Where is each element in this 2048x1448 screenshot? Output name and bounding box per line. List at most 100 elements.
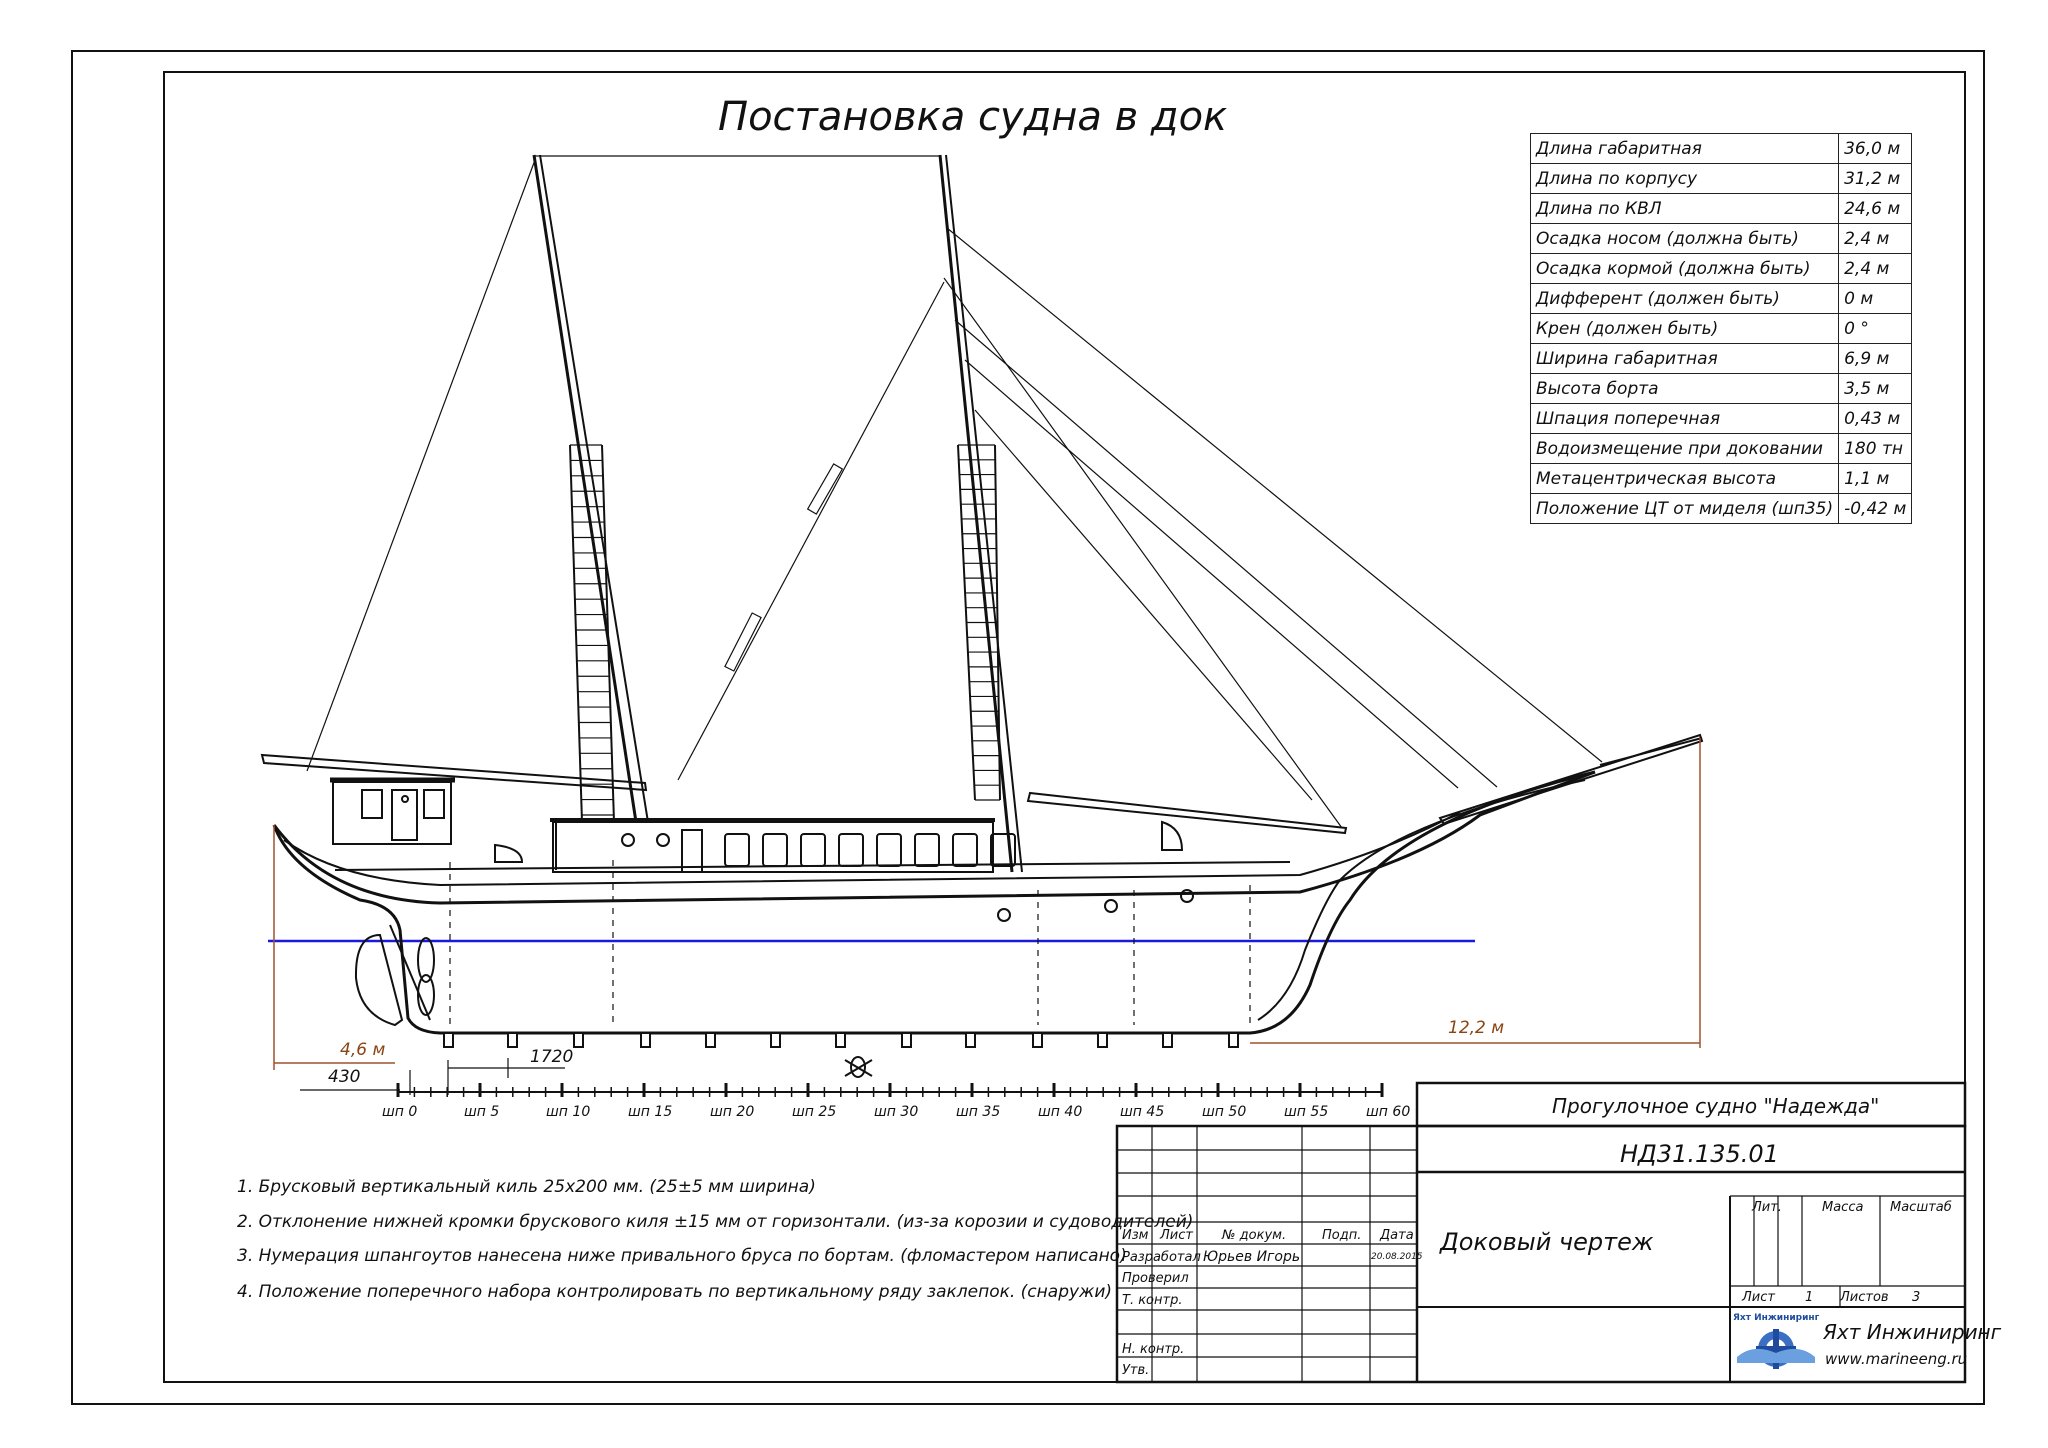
sheet-label: Лист [1742,1290,1775,1305]
deckhouse-window [724,833,750,867]
param-name: Крен (должен быть) [1529,313,1840,344]
dim-stern-label: 4,6 м [340,1040,385,1060]
company-logo-text: Яхт Инжиниринг [1733,1313,1820,1323]
note-3: 3. Нумерация шпангоутов нанесена ниже пр… [237,1246,1127,1266]
deckhouse-window [914,833,940,867]
keel-block [965,1032,976,1048]
deckhouse [330,777,1184,873]
deckhouse-window [876,833,902,867]
inner-frame [163,71,1966,1383]
param-name: Осадка носом (должна быть) [1529,223,1840,254]
company-name: Яхт Инжиниринг [1823,1320,2002,1344]
frame-label: шп 20 [710,1104,754,1120]
param-row: Осадка кормой (должна быть)2,4 м [1529,253,1913,284]
keel-block [770,1032,781,1048]
frame-label: шп 10 [546,1104,590,1120]
param-name: Ширина габаритная [1529,343,1840,374]
param-value: 31,2 м [1838,163,1913,194]
dimension-lines [273,738,1701,1095]
dock-center-icon [844,1056,873,1078]
rigging [306,155,1603,829]
param-value: 0 м [1838,283,1913,314]
param-row: Дифферент (должен быть)0 м [1529,283,1913,314]
sheets-label: Листов [1840,1290,1889,1305]
note-1: 1. Брусковый вертикальный киль 25х200 мм… [237,1177,816,1197]
keel-block [640,1032,651,1048]
company-website: www.marineeng.ru [1825,1350,1968,1368]
frame-label: шп 40 [1038,1104,1082,1120]
param-name: Шпация поперечная [1529,403,1840,434]
logo-gear-icon [1737,1329,1815,1369]
keel-block [901,1032,912,1048]
param-value: 24,6 м [1838,193,1913,224]
company-logo: Яхт Инжиниринг [1733,1313,1819,1373]
frame-lines [449,860,1251,1025]
note-4: 4. Положение поперечного набора контроли… [237,1282,1113,1302]
param-name: Осадка кормой (должна быть) [1529,253,1840,284]
keel-block [1097,1032,1108,1048]
document-name: Доковый чертеж [1440,1228,1654,1256]
param-value: 2,4 м [1838,253,1913,284]
param-name: Метацентрическая высота [1529,463,1840,494]
keel-block [705,1032,716,1048]
developer-name: Юрьев Игорь [1203,1249,1301,1265]
role-ncontrol: Н. контр. [1122,1342,1185,1357]
keel-block [1162,1032,1173,1048]
deckhouse-window [800,833,826,867]
keel-block [1228,1032,1239,1048]
param-value: 36,0 м [1838,133,1913,164]
hull [272,770,1596,1035]
role-developed: Разработал [1122,1250,1201,1265]
hdr-list: Лист [1160,1228,1193,1243]
param-row: Осадка носом (должна быть)2,4 м [1529,223,1913,254]
param-value: 2,4 м [1838,223,1913,254]
param-value: 180 тн [1838,433,1913,464]
hdr-sign: Подп. [1322,1228,1362,1243]
outer-frame [71,50,1985,1405]
role-tcontrol: Т. контр. [1122,1293,1183,1308]
mizzen-mast [938,154,1023,873]
keel-block [573,1032,584,1048]
frame-label: шп 55 [1284,1104,1328,1120]
scale-label: Масштаб [1890,1200,1952,1215]
frame-label: шп 25 [792,1104,836,1120]
deckhouse-window [990,833,1016,867]
title-block [1115,1081,1967,1384]
frame-label: шп 50 [1202,1104,1246,1120]
hdr-izm: Изм [1122,1228,1149,1243]
param-name: Высота борта [1529,373,1840,404]
param-value: -0,42 м [1838,493,1913,524]
param-value: 3,5 м [1838,373,1913,404]
sheets-value: 3 [1912,1290,1921,1305]
keel-block [507,1032,518,1048]
drawing-title: Постановка судна в док [718,94,1227,140]
drawing-code: НД31.135.01 [1620,1140,1779,1168]
deckhouse-window [952,833,978,867]
dim-spacing-label: 1720 [530,1047,573,1067]
keel-block [443,1032,454,1048]
frame-label: шп 30 [874,1104,918,1120]
vessel-name: Прогулочное судно "Надежда" [1552,1094,1880,1118]
frame-label: шп 60 [1366,1104,1410,1120]
frame-label: шп 0 [382,1104,417,1120]
keel-block [1032,1032,1043,1048]
dim-bow-label: 12,2 м [1448,1018,1504,1038]
param-name: Положение ЦТ от миделя (шп35) [1529,493,1840,524]
param-name: Длина по корпусу [1529,163,1840,194]
frame-label: шп 5 [464,1104,499,1120]
sheet-value: 1 [1805,1290,1814,1305]
keel-block [835,1032,846,1048]
param-name: Длина по КВЛ [1529,193,1840,224]
role-approved: Утв. [1122,1363,1150,1378]
main-mast [532,154,649,823]
frame-scale [396,1083,1384,1097]
deckhouse-window [762,833,788,867]
